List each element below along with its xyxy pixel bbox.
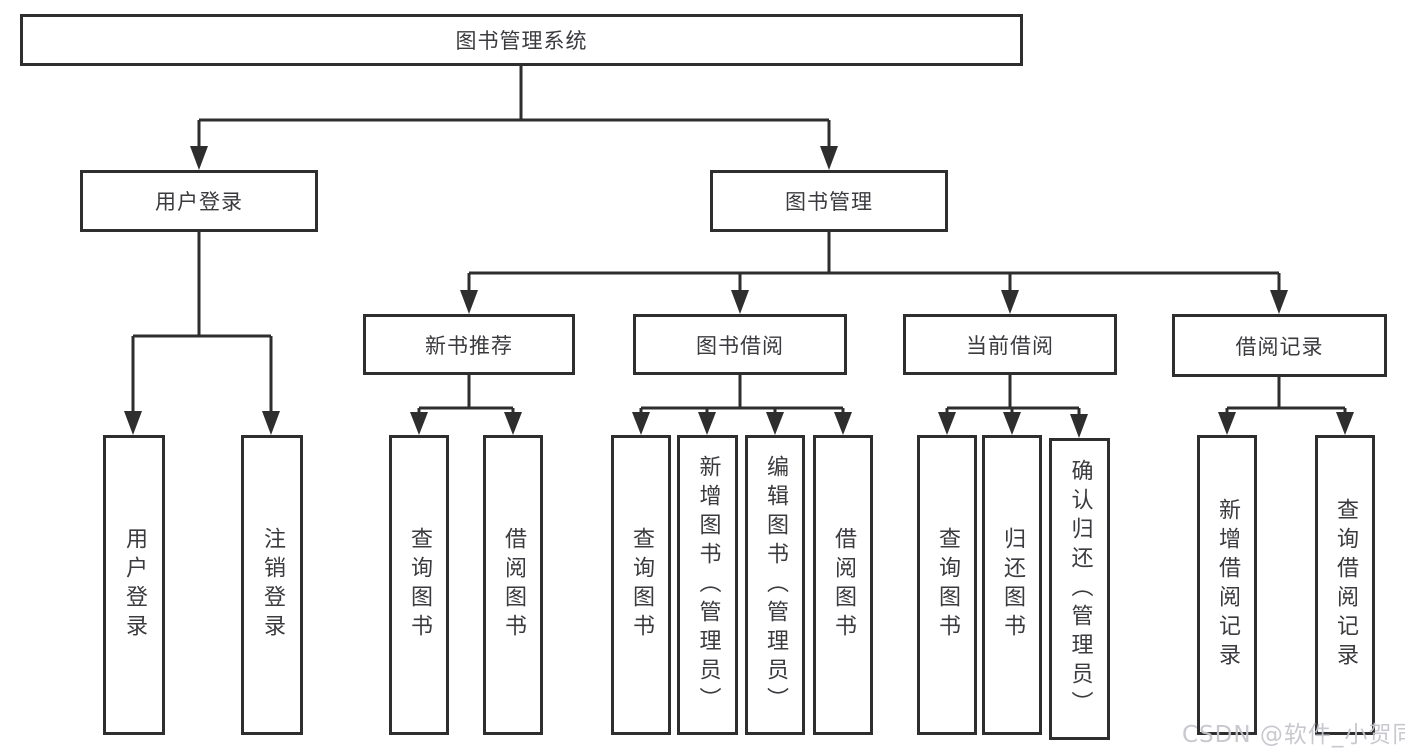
- connector-root-to-level2: [197, 66, 831, 166]
- leaf-logout-label: 注销登录: [260, 527, 285, 643]
- connector-book-mgmt-children: [467, 232, 1281, 310]
- node-current-borrow-label: 当前借阅: [966, 333, 1054, 358]
- node-book-borrow-label: 图书借阅: [696, 333, 784, 358]
- node-user-login-label: 用户登录: [155, 190, 243, 214]
- leaf-user-login: 用户登录: [103, 435, 165, 735]
- arrowhead: [632, 412, 650, 435]
- leaf-add-borrow-record-label: 新增借阅记录: [1215, 498, 1240, 672]
- leaf-confirm-return-admin-label: 确认归还（管理员）: [1067, 458, 1093, 720]
- node-new-book-rec: 新书推荐: [363, 314, 575, 375]
- node-current-borrow: 当前借阅: [903, 314, 1117, 375]
- leaf-borrow-books-2: 借阅图书: [813, 435, 873, 735]
- leaf-return-books: 归还图书: [982, 435, 1042, 735]
- connector-new-book-rec-children: [417, 375, 515, 431]
- arrowhead: [1070, 414, 1088, 438]
- arrowhead: [504, 412, 522, 435]
- node-book-borrow: 图书借阅: [633, 314, 847, 375]
- node-new-book-rec-label: 新书推荐: [425, 333, 513, 358]
- node-root: 图书管理系统: [20, 14, 1023, 66]
- arrowhead: [938, 412, 956, 435]
- leaf-query-borrow-record: 查询借阅记录: [1315, 435, 1375, 735]
- arrowhead: [1218, 412, 1236, 435]
- arrowhead: [262, 411, 280, 435]
- leaf-add-books-admin: 新增图书（管理员）: [677, 435, 738, 735]
- arrowhead: [1001, 290, 1019, 314]
- leaf-edit-books-admin-label: 编辑图书（管理员）: [763, 454, 788, 716]
- leaf-logout: 注销登录: [241, 435, 303, 735]
- connector-borrow-records-children: [1225, 375, 1347, 431]
- leaf-add-books-admin-label: 新增图书（管理员）: [695, 454, 721, 716]
- arrowhead: [834, 412, 852, 435]
- leaf-query-books-3-label: 查询图书: [935, 527, 960, 643]
- node-user-login: 用户登录: [80, 170, 318, 232]
- arrowhead: [410, 412, 428, 435]
- arrowhead: [1336, 412, 1354, 435]
- leaf-query-books-2: 查询图书: [611, 435, 671, 735]
- arrowhead: [731, 290, 749, 314]
- arrowhead: [1270, 290, 1288, 314]
- leaf-add-borrow-record: 新增借阅记录: [1197, 435, 1257, 735]
- leaf-return-books-label: 归还图书: [1000, 527, 1025, 643]
- leaf-query-books-3: 查询图书: [917, 435, 977, 735]
- leaf-user-login-label: 用户登录: [122, 527, 147, 643]
- arrowhead: [698, 412, 716, 435]
- leaf-query-borrow-record-label: 查询借阅记录: [1333, 498, 1358, 672]
- arrowhead: [1003, 412, 1021, 435]
- leaf-query-books-1-label: 查询图书: [407, 527, 432, 643]
- connector-user-login-children: [131, 232, 273, 431]
- leaf-query-books-2-label: 查询图书: [629, 527, 654, 643]
- arrowhead: [766, 412, 784, 435]
- leaf-edit-books-admin: 编辑图书（管理员）: [745, 435, 805, 735]
- leaf-query-books-1: 查询图书: [389, 435, 449, 735]
- node-borrow-records-label: 借阅记录: [1235, 334, 1324, 359]
- leaf-borrow-books-1-label: 借阅图书: [501, 527, 526, 643]
- node-borrow-records: 借阅记录: [1172, 314, 1387, 377]
- arrowhead: [190, 146, 208, 170]
- watermark: CSDN @软件_小贺同学: [1182, 722, 1405, 748]
- leaf-borrow-books-1: 借阅图书: [483, 435, 543, 735]
- arrowhead: [820, 146, 838, 170]
- arrowhead: [460, 290, 478, 314]
- leaf-confirm-return-admin: 确认归还（管理员）: [1049, 438, 1110, 740]
- node-book-mgmt-label: 图书管理: [785, 190, 873, 214]
- arrowhead: [124, 411, 142, 435]
- leaf-borrow-books-2-label: 借阅图书: [831, 527, 856, 643]
- node-book-mgmt: 图书管理: [710, 170, 948, 232]
- connector-book-borrow-children: [639, 375, 845, 431]
- node-root-label: 图书管理系统: [455, 29, 588, 53]
